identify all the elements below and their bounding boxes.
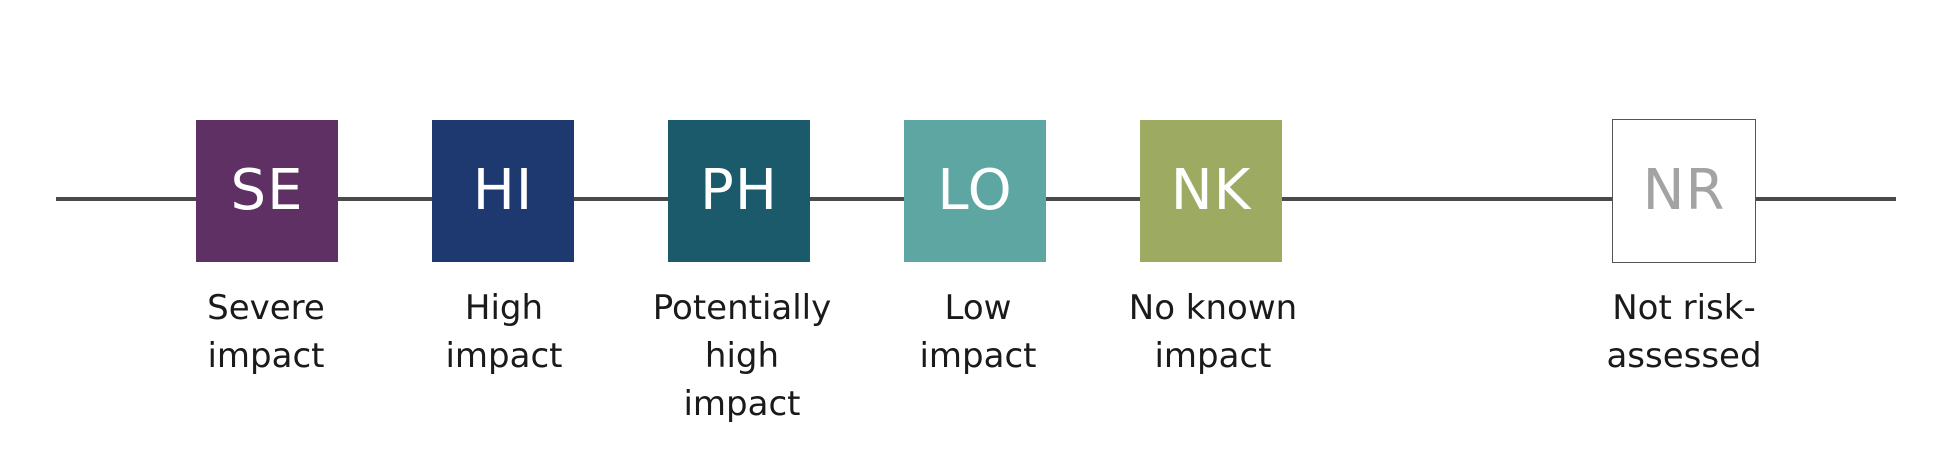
- category-label-se: Severe impact: [156, 284, 376, 380]
- category-tile-se: SE: [196, 120, 338, 262]
- category-code: PH: [700, 158, 778, 223]
- category-tile-nr: NR: [1612, 119, 1756, 263]
- category-tile-hi: HI: [432, 120, 574, 262]
- category-label-ph: Potentially high impact: [632, 284, 852, 428]
- category-label-line: Severe: [207, 288, 325, 328]
- category-label-line: high: [704, 336, 780, 376]
- category-label-nr: Not risk- assessed: [1574, 284, 1794, 380]
- category-label-line: impact: [207, 336, 325, 376]
- category-label-nk: No known impact: [1103, 284, 1323, 380]
- category-label-line: impact: [683, 384, 801, 424]
- category-tile-lo: LO: [904, 120, 1046, 262]
- category-tile-ph: PH: [668, 120, 810, 262]
- category-code: NR: [1642, 158, 1726, 223]
- category-label-line: Low: [944, 288, 1012, 328]
- category-code: NK: [1170, 158, 1252, 223]
- category-label-line: impact: [445, 336, 563, 376]
- category-code: HI: [472, 158, 534, 223]
- category-label-line: impact: [919, 336, 1037, 376]
- category-code: LO: [937, 158, 1013, 223]
- category-code: SE: [230, 158, 304, 223]
- category-tile-nk: NK: [1140, 120, 1282, 262]
- category-label-line: High: [464, 288, 544, 328]
- category-label-line: No known: [1128, 288, 1298, 328]
- category-label-line: assessed: [1606, 336, 1762, 376]
- category-label-line: Not risk-: [1612, 288, 1756, 328]
- category-label-lo: Low impact: [868, 284, 1088, 380]
- category-label-line: impact: [1154, 336, 1272, 376]
- category-label-line: Potentially: [652, 288, 832, 328]
- category-label-hi: High impact: [394, 284, 614, 380]
